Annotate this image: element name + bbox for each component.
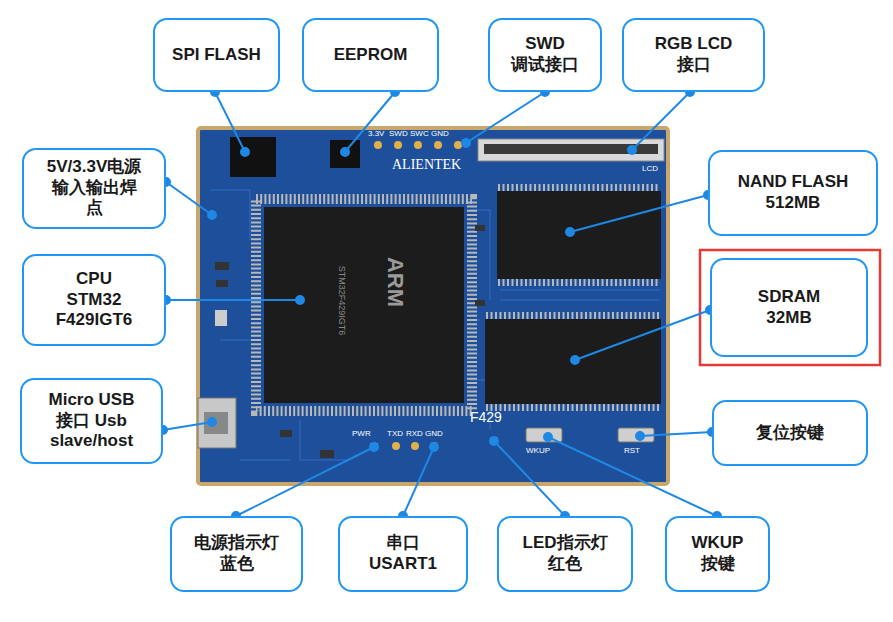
silkscreen-text: PWR: [352, 430, 371, 438]
callout-box: 串口 USART1: [338, 516, 468, 592]
callout-text-group: Micro USB 接口 Usb slave/host: [34, 390, 149, 452]
callout-text-group: 5V/3.3V电源 输入输出焊 点: [44, 157, 144, 219]
chip-logo: ARM: [384, 257, 406, 307]
callout-box: SDRAM 32MB: [710, 258, 868, 357]
cpu-chip: [264, 207, 464, 403]
swd-pads: [374, 141, 462, 149]
nand-chip: [497, 191, 661, 279]
silkscreen-text: RST: [624, 447, 640, 455]
callout-box: LED指示灯 红色: [497, 516, 633, 592]
callout-label: NAND FLASH 512MB: [731, 172, 856, 213]
silkscreen-text: WKUP: [526, 447, 550, 455]
callout-text-group: EEPROM: [334, 45, 408, 66]
sdram-chip: [485, 319, 661, 404]
lcd-connector: [478, 139, 664, 161]
callout-label: 电源指示灯 蓝色: [189, 533, 284, 574]
callout-box: 电源指示灯 蓝色: [170, 516, 303, 592]
nand-pins: [498, 278, 660, 286]
wkup-button: [526, 428, 562, 442]
callout-text-group: WKUP 按键: [688, 533, 748, 574]
callout-label: WKUP 按键: [688, 533, 748, 574]
callout-box: RGB LCD 接口: [622, 18, 765, 92]
callout-label: SWD 调试接口: [500, 34, 590, 75]
callout-box: Micro USB 接口 Usb slave/host: [20, 378, 163, 464]
cpu-pins: [256, 199, 472, 411]
chip-marking: STM32F429IGT6: [338, 265, 347, 335]
callout-box: SPI FLASH: [153, 18, 280, 92]
callout-text-group: CPU STM32 F429IGT6: [48, 269, 140, 331]
sdram-pins: [486, 403, 660, 411]
callout-box: WKUP 按键: [665, 516, 770, 592]
callout-label: Micro USB 接口 Usb slave/host: [34, 390, 149, 452]
callout-text-group: SPI FLASH: [172, 45, 261, 66]
pcb-board: [198, 128, 668, 484]
brand-silkscreen: ALIENTEK: [392, 158, 461, 172]
callout-box: SWD 调试接口: [488, 18, 602, 92]
pcb-traces: [210, 190, 660, 460]
small-components: [215, 225, 485, 458]
highlight-frame: [700, 250, 880, 365]
callout-text-group: LED指示灯 红色: [509, 533, 621, 574]
callout-text-group: 电源指示灯 蓝色: [189, 533, 284, 574]
uart-pads: [392, 442, 438, 450]
callout-label: RGB LCD 接口: [644, 34, 744, 75]
callout-label: SPI FLASH: [172, 45, 261, 66]
callout-text-group: 串口 USART1: [363, 533, 443, 574]
eeprom-chip: [330, 140, 360, 168]
callout-box: CPU STM32 F429IGT6: [22, 254, 166, 346]
callout-text-group: NAND FLASH 512MB: [731, 172, 856, 213]
pin-name: 3.3V: [368, 130, 384, 138]
pin-name: SWC: [410, 130, 429, 138]
callout-label: EEPROM: [334, 45, 408, 66]
nand-pins: [498, 184, 660, 192]
callout-label: 串口 USART1: [363, 533, 443, 574]
callout-label: 5V/3.3V电源 输入输出焊 点: [44, 157, 144, 219]
lcd-connector-slot: [484, 144, 658, 154]
usb-connector-port: [204, 412, 228, 434]
pin-name: GND: [431, 130, 449, 138]
pin-name: TXD: [387, 430, 403, 438]
callout-text-group: RGB LCD 接口: [644, 34, 744, 75]
sdram-pins: [486, 312, 660, 320]
callout-box: NAND FLASH 512MB: [708, 150, 878, 236]
callout-label: LED指示灯 红色: [509, 533, 621, 574]
callout-box: EEPROM: [302, 18, 439, 92]
callout-text-group: SDRAM 32MB: [749, 287, 829, 328]
silkscreen-text: LCD: [642, 165, 658, 173]
spi-flash-chip: [230, 137, 276, 177]
pin-name: GND: [425, 430, 443, 438]
callout-box: 复位按键: [712, 400, 868, 466]
board-name: F429: [470, 410, 502, 424]
pin-name: RXD: [406, 430, 423, 438]
callout-text-group: SWD 调试接口: [500, 34, 590, 75]
callout-label: SDRAM 32MB: [749, 287, 829, 328]
callout-text-group: 复位按键: [756, 423, 824, 444]
callout-box: 5V/3.3V电源 输入输出焊 点: [22, 148, 166, 229]
pin-name: SWD: [389, 130, 408, 138]
callout-label: 复位按键: [756, 423, 824, 444]
leader-group: [159, 88, 721, 520]
callout-label: CPU STM32 F429IGT6: [48, 269, 140, 331]
